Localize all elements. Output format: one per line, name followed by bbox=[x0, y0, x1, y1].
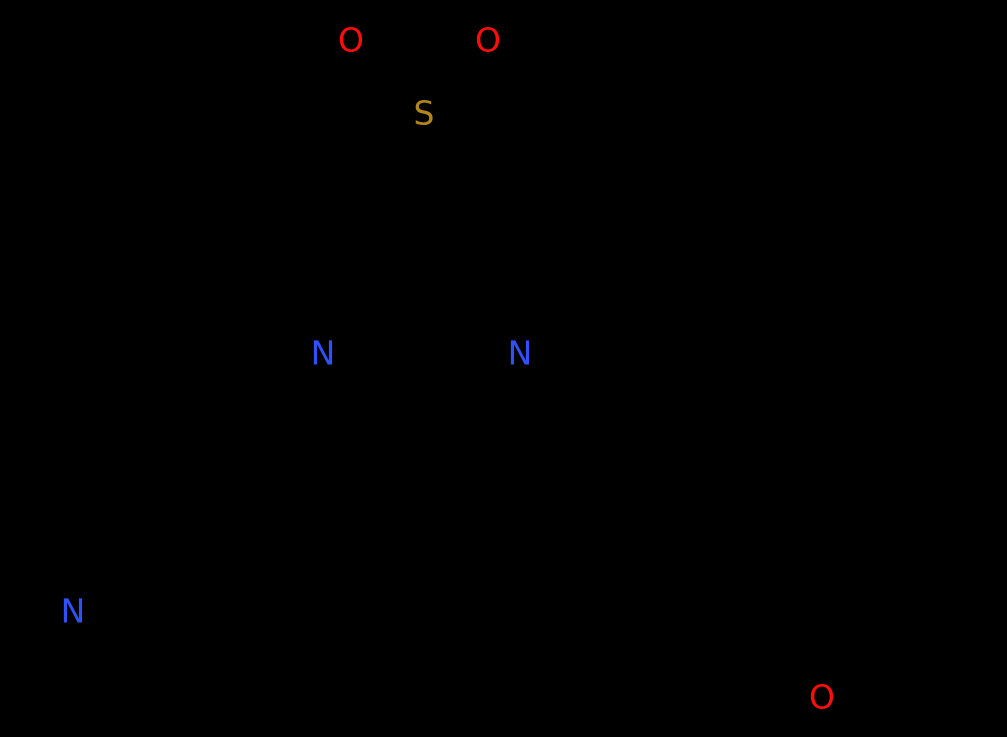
atom-label-sulfur: S bbox=[413, 93, 435, 133]
atom-label-oxygen: O bbox=[809, 677, 835, 717]
atom-label-nitrogen: N bbox=[60, 591, 86, 631]
atom-label-nitrogen: N bbox=[310, 333, 336, 373]
atom-label-oxygen: O bbox=[338, 20, 364, 60]
atom-label-oxygen: O bbox=[475, 20, 501, 60]
atom-label-nitrogen: N bbox=[507, 333, 533, 373]
